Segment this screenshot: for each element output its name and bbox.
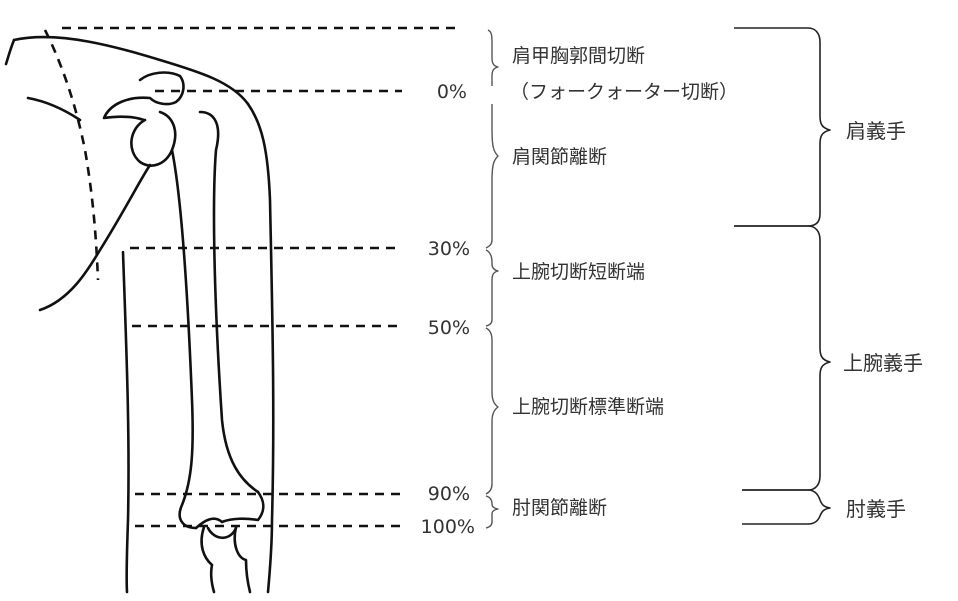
bracket-elbow (742, 489, 831, 525)
percent-label-50: 50% (428, 317, 470, 339)
distal-humerus (194, 490, 265, 530)
humerus-shaft (170, 148, 198, 530)
shoulder-contour (12, 35, 250, 106)
outer-arm-contour (246, 102, 275, 594)
brace-standard-stump (485, 327, 499, 495)
brace-short-stump (485, 249, 499, 327)
acromion-bone (102, 71, 185, 122)
humerus-shaft-lateral (198, 110, 260, 494)
amputation-level-labels: 肩甲胸郭間切断 （フォークォーター切断） 肩関節離断 上腕切断短断端 上腕切断標… (510, 45, 738, 519)
chest-contour (38, 163, 152, 312)
percent-label-0: 0% (437, 81, 467, 103)
prosthesis-brackets (734, 27, 831, 525)
scapula-dashed-outline (43, 29, 100, 281)
brace-elbow-disarticulation (485, 495, 499, 529)
bracket-upper-arm (734, 225, 831, 491)
label-elbow-prosthesis: 肘義手 (846, 497, 906, 521)
level-lines (62, 26, 458, 528)
neck-contour (4, 38, 16, 66)
label-shoulder-prosthesis: 肩義手 (846, 119, 906, 143)
prosthesis-labels: 肩義手 上腕義手 肘義手 (843, 119, 923, 521)
arm-illustration (4, 29, 275, 594)
percent-label-100: 100% (421, 516, 475, 538)
label-standard-stump: 上腕切断標準断端 (512, 396, 664, 418)
percent-label-30: 30% (428, 238, 470, 260)
label-forequarter-note: （フォークォーター切断） (510, 81, 738, 103)
radius (233, 525, 252, 594)
label-upper-arm-prosthesis: 上腕義手 (843, 351, 923, 375)
inner-arm-contour (121, 250, 130, 594)
label-short-stump: 上腕切断短断端 (512, 261, 645, 283)
brace-interscapulothoracic (487, 29, 499, 86)
bracket-shoulder (734, 27, 831, 227)
ulna (200, 525, 216, 594)
level-braces (485, 29, 499, 529)
percent-labels: 0% 30% 50% 90% 100% (421, 81, 475, 538)
humerus-head (130, 110, 177, 167)
percent-label-90: 90% (428, 483, 470, 505)
chest-inner-contour (26, 96, 82, 122)
olecranon (206, 526, 238, 540)
brace-shoulder-disarticulation (485, 104, 499, 249)
label-interscapulothoracic: 肩甲胸郭間切断 (512, 45, 645, 67)
label-shoulder-disarticulation: 肩関節離断 (512, 146, 607, 168)
label-elbow-disarticulation: 肘関節離断 (512, 497, 607, 519)
